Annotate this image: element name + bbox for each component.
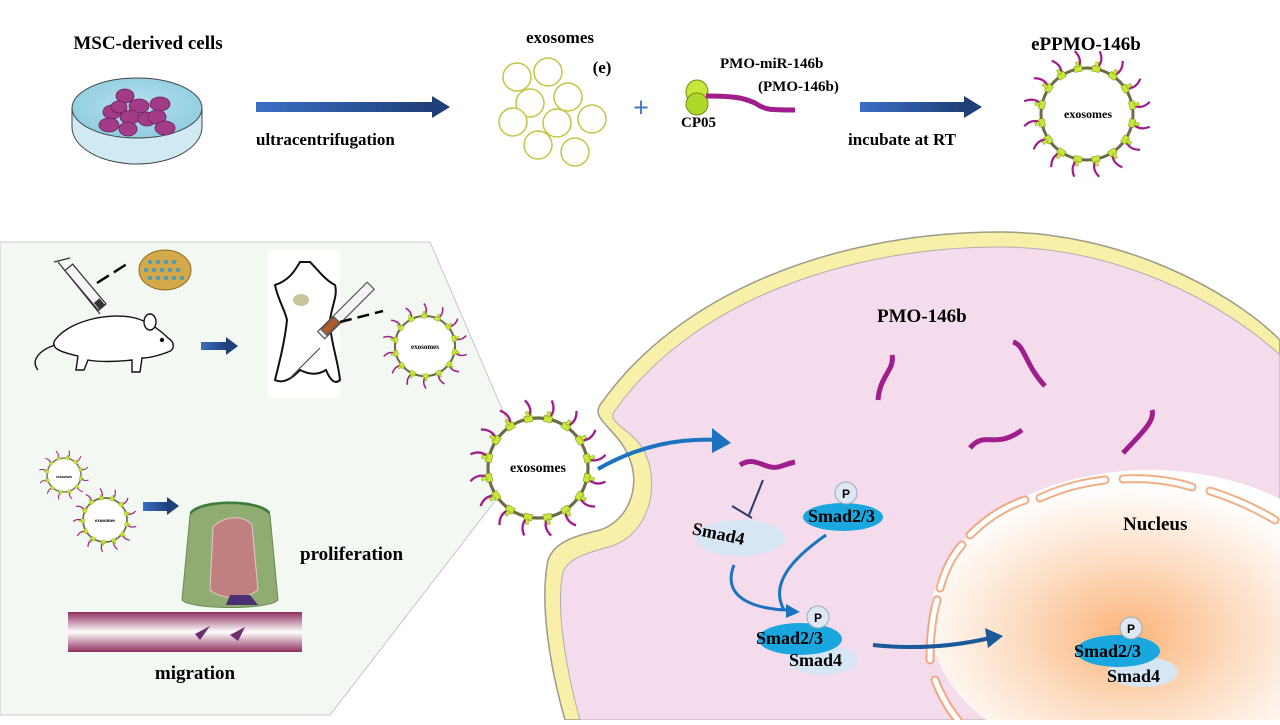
eppmo-title: ePPMO-146b xyxy=(1031,34,1141,55)
phosphate-label: P xyxy=(842,487,850,501)
phosphate-icon xyxy=(834,481,858,505)
cp05-stud xyxy=(1033,118,1046,129)
nuclear-smad4-label: Smad4 xyxy=(1107,666,1160,686)
exosome-cluster xyxy=(498,57,607,167)
nucleus xyxy=(925,470,1280,725)
complex-phosphate-label: P xyxy=(814,611,822,625)
nuclear-smad23-label: Smad2/3 xyxy=(1074,641,1141,661)
released-pmo-strand xyxy=(738,459,796,470)
complex-phosphate-icon xyxy=(806,605,830,629)
inhibition-symbol xyxy=(731,479,764,519)
cp05-stud xyxy=(522,410,534,424)
ultracentrifugation-arrow xyxy=(256,96,450,118)
complex-smad23-label: Smad2/3 xyxy=(756,628,823,648)
tumor-icon xyxy=(181,501,279,641)
incubate-arrow xyxy=(860,96,982,118)
eppmo-inner-label: exosomes xyxy=(1064,107,1112,121)
cp05-stud xyxy=(1072,60,1083,73)
cp05-peptide-icon xyxy=(685,79,709,116)
ultracentrifugation-label: ultracentrifugation xyxy=(256,130,395,149)
entering-exosome-icon xyxy=(469,399,607,537)
entering-exosome-label: exosomes xyxy=(510,461,567,476)
pmo-strand-3 xyxy=(968,427,1024,450)
cp05-stud xyxy=(542,512,554,526)
pmo-strand-4 xyxy=(1121,409,1155,455)
psmad23-protein xyxy=(803,503,883,531)
pointer-line-2 xyxy=(339,309,384,324)
blood-vessel-icon xyxy=(68,612,302,652)
nuclear-smad23-protein xyxy=(1076,635,1160,667)
tumor-cells-cluster-icon xyxy=(138,249,192,291)
cp05-stud xyxy=(582,452,596,464)
in-vivo-arrow xyxy=(201,337,238,355)
cytoplasm-pmo-label: PMO-146b xyxy=(877,306,967,327)
eppmo-exosome-icon xyxy=(1023,50,1151,178)
nucleus-label: Nucleus xyxy=(1123,514,1187,535)
small-exosome-icon-2 xyxy=(72,488,137,553)
plus-sign: + xyxy=(633,93,649,124)
migration-label: migration xyxy=(155,663,236,684)
proliferation-label: proliferation xyxy=(300,544,404,565)
psmad23-label: Smad2/3 xyxy=(808,506,875,526)
complex-smad4-label: Smad4 xyxy=(789,650,842,670)
complex-smad23-protein xyxy=(758,623,842,655)
exosomes-title: exosomes xyxy=(526,28,594,47)
cytoplasm-pmo-strands xyxy=(875,339,1155,455)
small-exosome-label-1: exosomes xyxy=(56,474,72,479)
exosomes-abbrev: (e) xyxy=(593,58,612,77)
nuclear-phosphate-label: P xyxy=(1127,622,1135,636)
pmo-mir-146b-label: PMO-miR-146b xyxy=(720,56,823,72)
cp05-stud xyxy=(1128,99,1141,110)
pmo-strand-1 xyxy=(875,354,895,401)
uptake-arrow xyxy=(597,437,721,471)
injected-exosome-icon xyxy=(382,302,468,390)
smad4-to-complex-arrow xyxy=(729,564,791,612)
nuclear-phosphate-icon xyxy=(1119,616,1143,640)
exosome-membrane xyxy=(1039,66,1135,162)
nuclear-import-arrow xyxy=(872,636,991,650)
msc-cells-title: MSC-derived cells xyxy=(73,33,222,54)
uptake-arrow-head xyxy=(712,428,731,453)
syringe-icon xyxy=(53,257,107,315)
pmo-146b-abbrev-label: (PMO-146b) xyxy=(758,79,839,95)
smad23-to-complex-arrow xyxy=(778,533,827,611)
syringe-icon-2 xyxy=(289,281,376,379)
exosome-membrane xyxy=(486,416,590,520)
cp05-stud xyxy=(1091,155,1102,168)
pmo-strand xyxy=(705,93,796,113)
smad4-protein xyxy=(695,520,785,556)
injected-exosome-label: exosomes xyxy=(411,343,439,351)
small-exosome-label-2: exosomes xyxy=(95,519,115,524)
small-exosome-arrow xyxy=(143,497,179,515)
mouse-icon xyxy=(34,313,174,373)
incubate-label: incubate at RT xyxy=(848,130,957,149)
small-exosome-icon-1 xyxy=(39,450,89,500)
exosome-membrane xyxy=(46,457,82,493)
pmo-strand-2 xyxy=(1011,339,1047,388)
pointer-line xyxy=(96,260,131,285)
petri-dish-icon xyxy=(71,77,203,165)
cp05-label: CP05 xyxy=(681,115,716,131)
